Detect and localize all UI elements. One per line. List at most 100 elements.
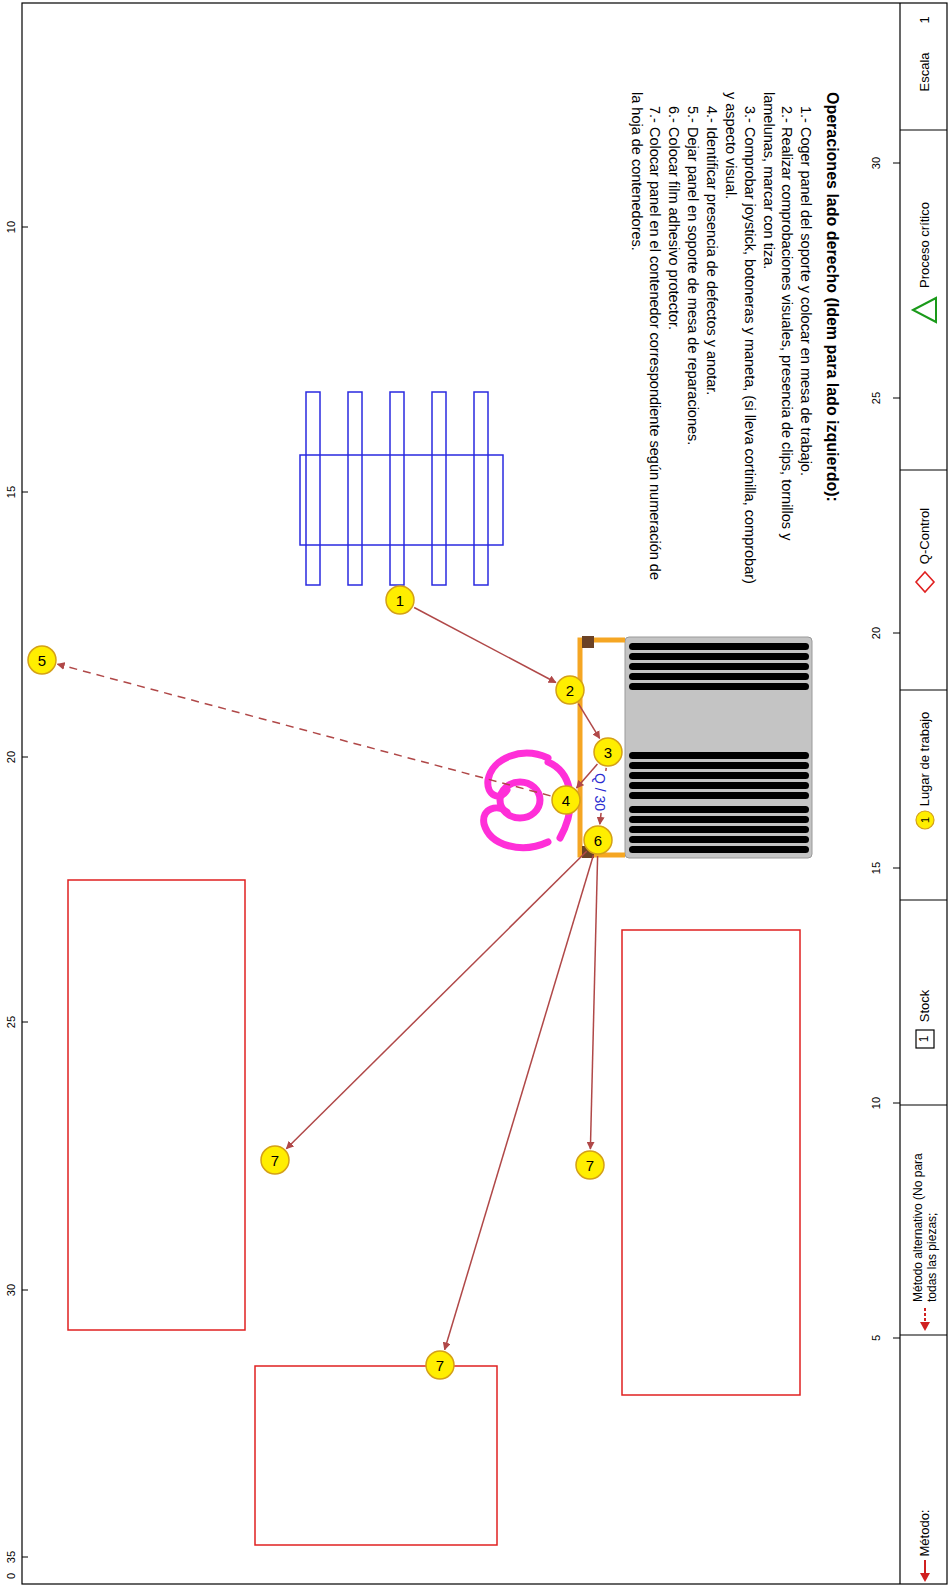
step-circle-shape [261,1146,289,1174]
instruction-step: 4.- Identificar presencia de defectos y … [702,92,721,587]
container [68,880,245,1330]
sheet-frame [900,689,947,690]
flow-arrow [286,851,586,1148]
legend-text: Proceso crítico [917,202,933,288]
panel-bar [629,683,809,690]
panel-bar [629,762,809,769]
axis-number: 30 [5,1284,18,1296]
container [255,1366,497,1545]
door-panel [625,637,812,858]
legend-sample-number: 1 [918,1036,932,1043]
axis-number: 35 [5,1551,18,1563]
callout-number: 5 [38,653,46,668]
panel-code: Q / 30 [592,771,608,813]
flow-arrow [414,607,556,682]
panel-bar [629,752,809,759]
legend-text: Método: [917,1509,933,1556]
flow-arrow [445,855,594,1349]
callout-number: 3 [604,745,612,760]
step-circle-shape [28,646,56,674]
step-circle-shape [386,586,414,614]
panel-bar [629,772,809,779]
step-circle: 7 [575,1150,605,1180]
instruction-step: 7.- Colocar panel en el contenedor corre… [627,92,665,587]
panel-bar [629,846,809,853]
legend-symbol [920,1322,930,1331]
sheet-frame [22,3,947,1584]
panel-bar [629,663,809,670]
panel-bar [629,836,809,843]
step-circle-shape [552,786,580,814]
callout-number: 7 [271,1153,279,1168]
step-circle-shape [556,676,584,704]
callout-number: 6 [594,833,602,848]
flow-arrow [57,664,550,796]
legend-symbol [913,298,936,1582]
panel-bar [629,673,809,680]
container [68,880,800,1545]
support-pallet [306,392,320,585]
step-circle-shape [594,738,622,766]
work-table [580,640,625,855]
instruction-step: 2.- Realizar comprobaciones visuales, pr… [759,92,797,587]
legend-symbol [916,811,934,829]
work-table [582,636,594,648]
scale-value: 1 [918,16,933,23]
callout-number: 7 [436,1358,444,1373]
sheet-frame [900,1334,947,1335]
legend-sample-number: 1 [919,817,932,823]
legend-text: Lugar de trabajo [917,711,933,806]
support-pallet [348,392,362,585]
support-pallet [432,392,446,585]
axis-tick [893,868,900,869]
work-table [580,636,625,858]
sheet-frame [899,3,900,1584]
step-circle: 7 [260,1145,290,1175]
instruction-step: 5.- Dejar panel en soporte de mesa de re… [683,92,702,587]
sheet-frame [900,899,947,900]
legend-symbol [924,1560,926,1574]
panel-bar [629,653,809,660]
axis-tick [22,1022,28,1023]
axis-number: 10 [870,1097,883,1109]
axis-tick [893,163,900,164]
support-pallet [474,392,488,585]
instruction-title: Operaciones lado derecho (Idem para lado… [821,92,842,587]
panel-bar [629,816,809,823]
axis-tick [893,398,900,399]
instruction-block: Operaciones lado derecho (Idem para lado… [627,92,842,587]
axis-tick [22,1557,28,1558]
instruction-step: 3.- Comprobar joystick, botoneras y mane… [721,92,759,587]
legend-symbol [916,572,934,592]
legend-symbol [924,1308,926,1323]
scale-label: Escala [918,52,933,91]
door-panel [625,637,812,858]
axis-tick [893,633,900,634]
container [622,930,800,1395]
callout-number: 7 [586,1158,594,1173]
axis-number: 20 [870,627,883,639]
axis-number: 15 [870,862,883,874]
axis-number: 5 [870,1335,883,1341]
sheet-frame [22,3,947,1584]
operator [484,808,548,848]
axis-number: 0 [5,1573,18,1579]
axis-number: 25 [870,392,883,404]
axis-tick [893,1338,900,1339]
sheet-frame [900,469,947,470]
step-circle-shape [576,1151,604,1179]
support-pallet [390,392,404,585]
panel-bar [629,782,809,789]
flow-arrow [590,856,597,1149]
axis-number: 20 [5,751,18,763]
axis-tick [22,1290,28,1291]
legend-symbol [913,298,936,322]
axis-tick [22,492,28,493]
sheet-frame [900,129,947,130]
support-pallet [300,392,503,585]
panel-bar [629,806,809,813]
sheet-frame [900,1104,947,1105]
legend-symbol [916,1030,934,1048]
step-circle: 4 [551,785,581,815]
